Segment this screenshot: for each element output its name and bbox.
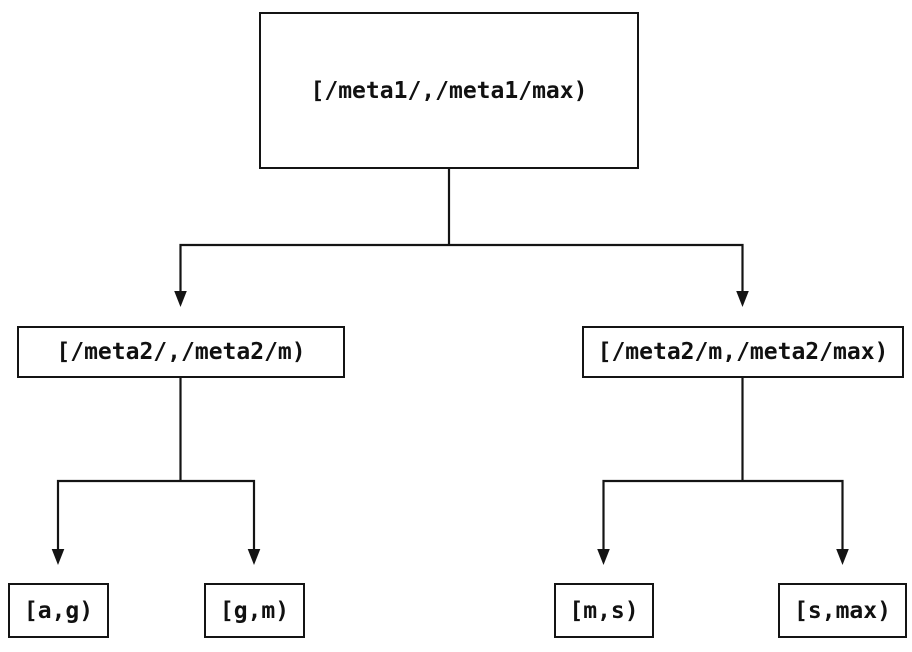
node-leaf-a-g-label: [a,g) xyxy=(23,597,94,624)
node-leaf-g-m: [g,m) xyxy=(204,583,305,638)
arrowhead-icon xyxy=(51,549,65,565)
edge-root-rail xyxy=(179,243,744,292)
arrowhead-icon xyxy=(174,291,187,307)
arrowhead-icon xyxy=(736,291,749,307)
edge-left-rail xyxy=(56,479,256,550)
node-leaf-s-max: [s,max) xyxy=(778,583,907,638)
node-right-child-range: [/meta2/m,/meta2/max) xyxy=(582,326,904,378)
node-left-child-range: [/meta2/,/meta2/m) xyxy=(17,326,345,378)
node-leaf-s-max-label: [s,max) xyxy=(794,597,891,624)
node-left-child-label: [/meta2/,/meta2/m) xyxy=(56,339,306,365)
edge-left-child-to-leaves xyxy=(56,377,256,550)
edge-right-child-to-leaves xyxy=(602,377,844,550)
node-leaf-m-s-label: [m,s) xyxy=(569,597,639,624)
node-leaf-g-m-label: [g,m) xyxy=(219,597,290,624)
arrowhead-icon xyxy=(247,549,261,565)
edge-root-to-children xyxy=(179,169,744,292)
arrowhead-icon xyxy=(597,549,610,565)
node-right-child-label: [/meta2/m,/meta2/max) xyxy=(597,339,889,365)
node-root-label: [/meta1/,/meta1/max) xyxy=(310,77,588,104)
arrowhead-icon xyxy=(836,549,849,565)
edge-right-rail xyxy=(602,479,844,550)
node-root-range: [/meta1/,/meta1/max) xyxy=(259,12,639,169)
node-leaf-a-g: [a,g) xyxy=(8,583,109,638)
node-leaf-m-s: [m,s) xyxy=(554,583,654,638)
